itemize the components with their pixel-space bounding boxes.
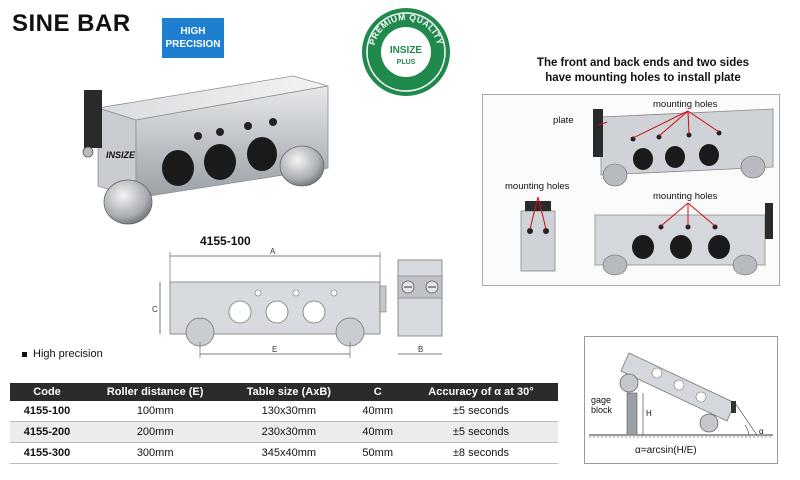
spec-table-header-row: Code Roller distance (E) Table size (AxB… [10,383,558,401]
dim-b-label: B [418,345,423,354]
cell-table-size: 345x40mm [226,442,352,464]
page-title: SINE BAR [12,10,131,37]
cell-c: 40mm [351,401,404,422]
feature-list: High precision [22,348,103,360]
cell-accuracy: ±5 seconds [403,421,558,443]
angle-diagram-illustration [589,352,773,438]
cell-code: 4155-100 [10,401,85,422]
h-label: H [646,409,652,418]
alpha-label: α [759,427,764,436]
premium-quality-seal-icon: PREMIUM QUALITY INSIZE PLUS [362,8,450,96]
cell-accuracy: ±5 seconds [403,401,558,422]
gage-label: gage [591,395,612,405]
header-roller-distance: Roller distance (E) [84,383,227,401]
badge-line2: PRECISION [165,39,221,50]
technical-drawing: A C E B [152,247,443,358]
mounting-holes-illustration [520,108,774,276]
sine-bar-photo: INSIZE [82,75,329,225]
gage-block-label: gage block [591,395,612,415]
cell-code: 4155-300 [10,442,85,464]
header-c: C [351,383,404,401]
cell-table-size: 230x30mm [226,421,352,443]
mounting-holes-panel: plate mounting holes mounting holes moun… [482,94,780,286]
mounting-holes-label-bottom: mounting holes [653,191,718,202]
spec-table: Code Roller distance (E) Table size (AxB… [10,383,558,464]
cell-c: 50mm [351,442,404,464]
table-row: 4155-100 100mm 130x30mm 40mm ±5 seconds [10,401,558,422]
header-accuracy: Accuracy of α at 30° [403,383,558,401]
table-row: 4155-200 200mm 230x30mm 40mm ±5 seconds [10,421,558,443]
mounting-description-line1: The front and back ends and two sides [536,57,750,69]
cell-roller-distance: 300mm [84,442,227,464]
product-brand-text: INSIZE [106,150,136,160]
mounting-description-line2: have mounting holes to install plate [545,72,741,84]
cell-c: 40mm [351,421,404,443]
cell-code: 4155-200 [10,421,85,443]
mounting-holes-label-left: mounting holes [505,181,570,192]
badge-line1: HIGH [180,26,206,37]
angle-formula: α=arcsin(H/E) [635,445,697,456]
cell-roller-distance: 200mm [84,421,227,443]
seal-brand-text: INSIZE [390,45,423,56]
plate-label: plate [553,115,574,126]
block-label: block [591,405,613,415]
header-table-size: Table size (AxB) [226,383,352,401]
cell-accuracy: ±8 seconds [403,442,558,464]
seal-plus-text: PLUS [397,59,416,66]
header-code: Code [10,383,85,401]
dim-a-label: A [270,247,276,256]
bullet-icon [22,351,27,357]
cell-roller-distance: 100mm [84,401,227,422]
mounting-holes-label-top: mounting holes [653,99,718,110]
cell-table-size: 130x30mm [226,401,352,422]
dim-c-label: C [152,305,158,314]
feature-item: High precision [33,348,103,360]
angle-diagram: gage block H α α=arcsin(H/E) [584,336,778,464]
dim-e-label: E [272,345,277,354]
high-precision-badge: HIGH PRECISION [162,18,224,58]
mounting-description: The front and back ends and two sides ha… [528,56,758,86]
model-number: 4155-100 [200,234,251,248]
table-row: 4155-300 300mm 345x40mm 50mm ±8 seconds [10,442,558,464]
